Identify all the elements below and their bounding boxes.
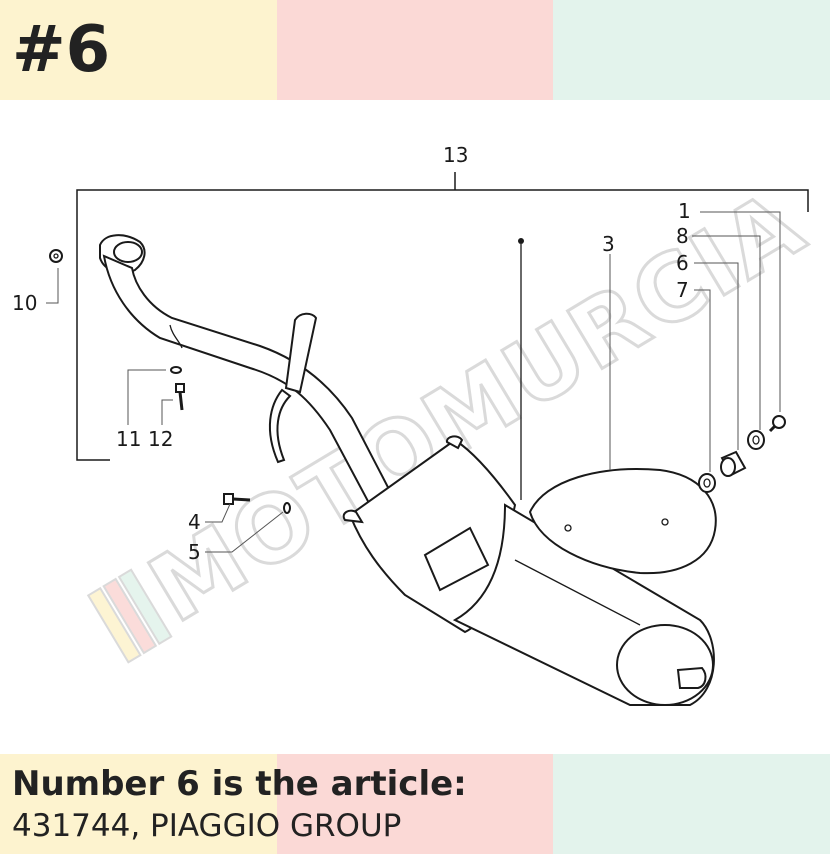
callout-3: 3: [602, 232, 615, 256]
band-mint: [553, 754, 830, 854]
callout-8: 8: [676, 224, 689, 248]
band-yellow: [0, 0, 277, 100]
washer-8: [747, 430, 765, 450]
bolt-4: [223, 493, 251, 505]
washer-11: [170, 366, 182, 374]
bottom-color-band: [0, 754, 830, 854]
cover-plate: [528, 468, 717, 575]
washer-5: [283, 502, 291, 514]
leader-lines: [46, 211, 781, 553]
top-color-band: [0, 0, 830, 100]
exhaust-parts-diagram: MOTOMURCIA: [12, 143, 824, 706]
bolt-12: [175, 383, 185, 411]
callout-10: 10: [12, 291, 37, 315]
spacer-6: [720, 450, 747, 477]
nut-10: [49, 249, 63, 263]
callout-4: 4: [188, 510, 201, 534]
callout-7: 7: [676, 278, 689, 302]
band-pink: [277, 0, 553, 100]
heat-shield: [342, 435, 517, 634]
hardware-parts: [49, 238, 786, 514]
muffler: [452, 503, 715, 706]
callout-12: 12: [148, 427, 173, 451]
stud-3: [518, 238, 524, 500]
callout-5: 5: [188, 540, 201, 564]
callout-labels: 13 1 8 3 6 7 10 11 12 4 5: [12, 143, 691, 564]
assembly-bracket: [76, 172, 809, 461]
bolt-1: [768, 415, 786, 433]
caption-title: Number 6 is the article:: [12, 764, 467, 804]
callout-11: 11: [116, 427, 141, 451]
band-mint: [553, 0, 830, 100]
article-caption: Number 6 is the article: 431744, PIAGGIO…: [12, 762, 467, 846]
band-yellow: [0, 754, 277, 854]
band-pink: [277, 754, 553, 854]
part-number-badge: #6: [12, 13, 111, 87]
callout-13: 13: [443, 143, 468, 167]
callout-6: 6: [676, 251, 689, 275]
washer-7: [698, 473, 716, 493]
callout-1: 1: [678, 199, 691, 223]
caption-subtitle: 431744, PIAGGIO GROUP: [12, 808, 402, 844]
